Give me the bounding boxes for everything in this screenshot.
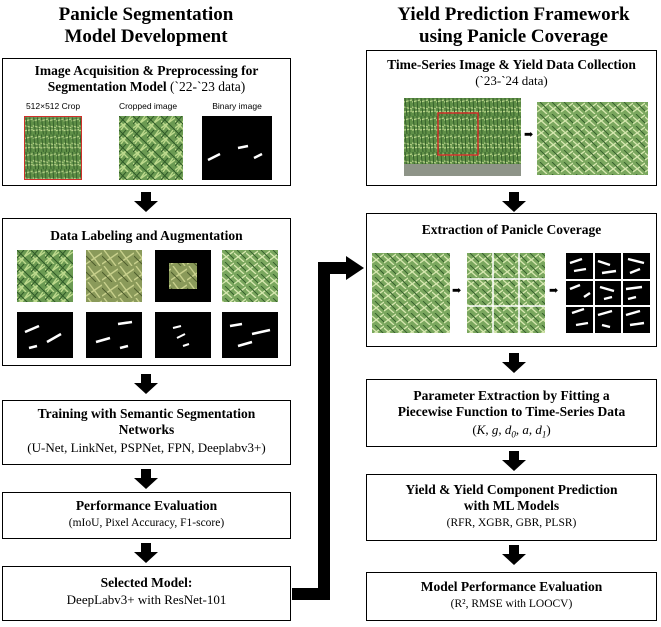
training-box: Training with Semantic Segmentation Netw… [2, 400, 291, 465]
performance-metrics: (mIoU, Pixel Accuracy, F1-score) [68, 517, 225, 529]
left-title-line1: Panicle Segmentation [58, 4, 234, 25]
caption-cropped: Cropped image [118, 101, 178, 111]
model-performance-box: Model Performance Evaluation (R², RMSE w… [366, 572, 657, 621]
yield-prediction-title-line1: Yield & Yield Component Prediction [405, 482, 618, 497]
coverage-image-binary [566, 253, 650, 333]
param-k: K [476, 422, 486, 437]
down-arrow [502, 192, 526, 212]
selected-model-name: DeepLabv3+ with ResNet-101 [66, 592, 227, 607]
augment-mask-3 [155, 312, 211, 358]
performance-evaluation-title: Performance Evaluation [75, 498, 218, 513]
selected-model-title: Selected Model: [100, 575, 193, 590]
time-series-title: Time-Series Image & Yield Data Collectio… [387, 57, 636, 72]
augment-image-1 [17, 250, 73, 302]
time-series-years: (`23-`24 data) [475, 73, 548, 88]
parameter-extraction-box: Parameter Extraction by Fitting a Piecew… [366, 379, 657, 447]
param-d0: d [504, 422, 512, 437]
down-arrow [502, 353, 526, 373]
right-title-line2: using Panicle Coverage [419, 26, 608, 47]
augment-image-3 [155, 250, 211, 302]
param-d0-subscript: 0 [511, 429, 516, 440]
yield-prediction-title-line2: with ML Models [463, 498, 560, 513]
parameter-extraction-title-line1: Parameter Extraction by Fitting a [413, 388, 610, 403]
connector-arrow [292, 256, 366, 606]
field-crop-image [24, 116, 82, 180]
right-title-line1: Yield Prediction Framework [397, 4, 630, 25]
performance-evaluation-box: Performance Evaluation (mIoU, Pixel Accu… [2, 492, 291, 539]
image-acquisition-title-main: Segmentation Model [47, 79, 167, 94]
training-networks: (U-Net, LinkNet, PSPNet, FPN, Deeplabv3+… [27, 440, 266, 455]
down-arrow [502, 545, 526, 565]
param-a: a [522, 422, 529, 437]
left-title-line2: Model Development [64, 26, 228, 47]
right-column-title: Yield Prediction Framework using Panicle… [366, 4, 661, 48]
right-arrow: ➡ [549, 285, 559, 297]
image-acquisition-title-line2: Segmentation Model (`22-`23 data) [3, 79, 290, 95]
data-labeling-title: Data Labeling and Augmentation [50, 228, 243, 243]
param-d1: d [535, 422, 542, 437]
augment-mask-2 [86, 312, 142, 358]
caption-binary: Binary image [212, 101, 262, 111]
cropped-image [119, 116, 183, 180]
down-arrow [134, 192, 158, 212]
right-arrow: ➡ [524, 129, 534, 141]
coverage-image-grid [467, 253, 545, 333]
yield-prediction-box: Yield & Yield Component Prediction with … [366, 474, 657, 541]
training-title-line1: Training with Semantic Segmentation [37, 406, 256, 421]
binary-image [202, 116, 272, 180]
selected-model-box: Selected Model: DeepLabv3+ with ResNet-1… [2, 566, 291, 621]
training-title-line2: Networks [118, 422, 175, 437]
model-performance-title: Model Performance Evaluation [420, 579, 603, 594]
left-column-title: Panicle Segmentation Model Development [0, 4, 292, 48]
param-d1-subscript: 1 [541, 429, 547, 440]
down-arrow [134, 374, 158, 394]
panicle-coverage-title: Extraction of Panicle Coverage [421, 222, 602, 237]
down-arrow [502, 451, 526, 471]
field-plot-image [404, 98, 521, 176]
ml-models: (RFR, XGBR, GBR, PLSR) [446, 517, 577, 529]
augment-mask-1 [17, 312, 73, 358]
coverage-image-raw [372, 253, 450, 333]
caption-crop: 512×512 Crop [25, 101, 81, 111]
augment-image-2 [86, 250, 142, 302]
param-g: g [491, 422, 499, 437]
image-acquisition-years: (`22-`23 data) [169, 79, 246, 94]
plot-crop-image [537, 102, 648, 175]
image-acquisition-title-line1: Image Acquisition & Preprocessing for [34, 63, 259, 78]
parameter-list: (K, g, d0, a, d1) [472, 422, 551, 440]
right-arrow: ➡ [452, 285, 462, 297]
augment-mask-4 [222, 312, 278, 358]
down-arrow [134, 543, 158, 563]
augment-image-4 [222, 250, 278, 302]
down-arrow [134, 469, 158, 489]
model-performance-metrics: (R², RMSE with LOOCV) [450, 598, 573, 610]
parameter-extraction-title-line2: Piecewise Function to Time-Series Data [397, 404, 626, 419]
